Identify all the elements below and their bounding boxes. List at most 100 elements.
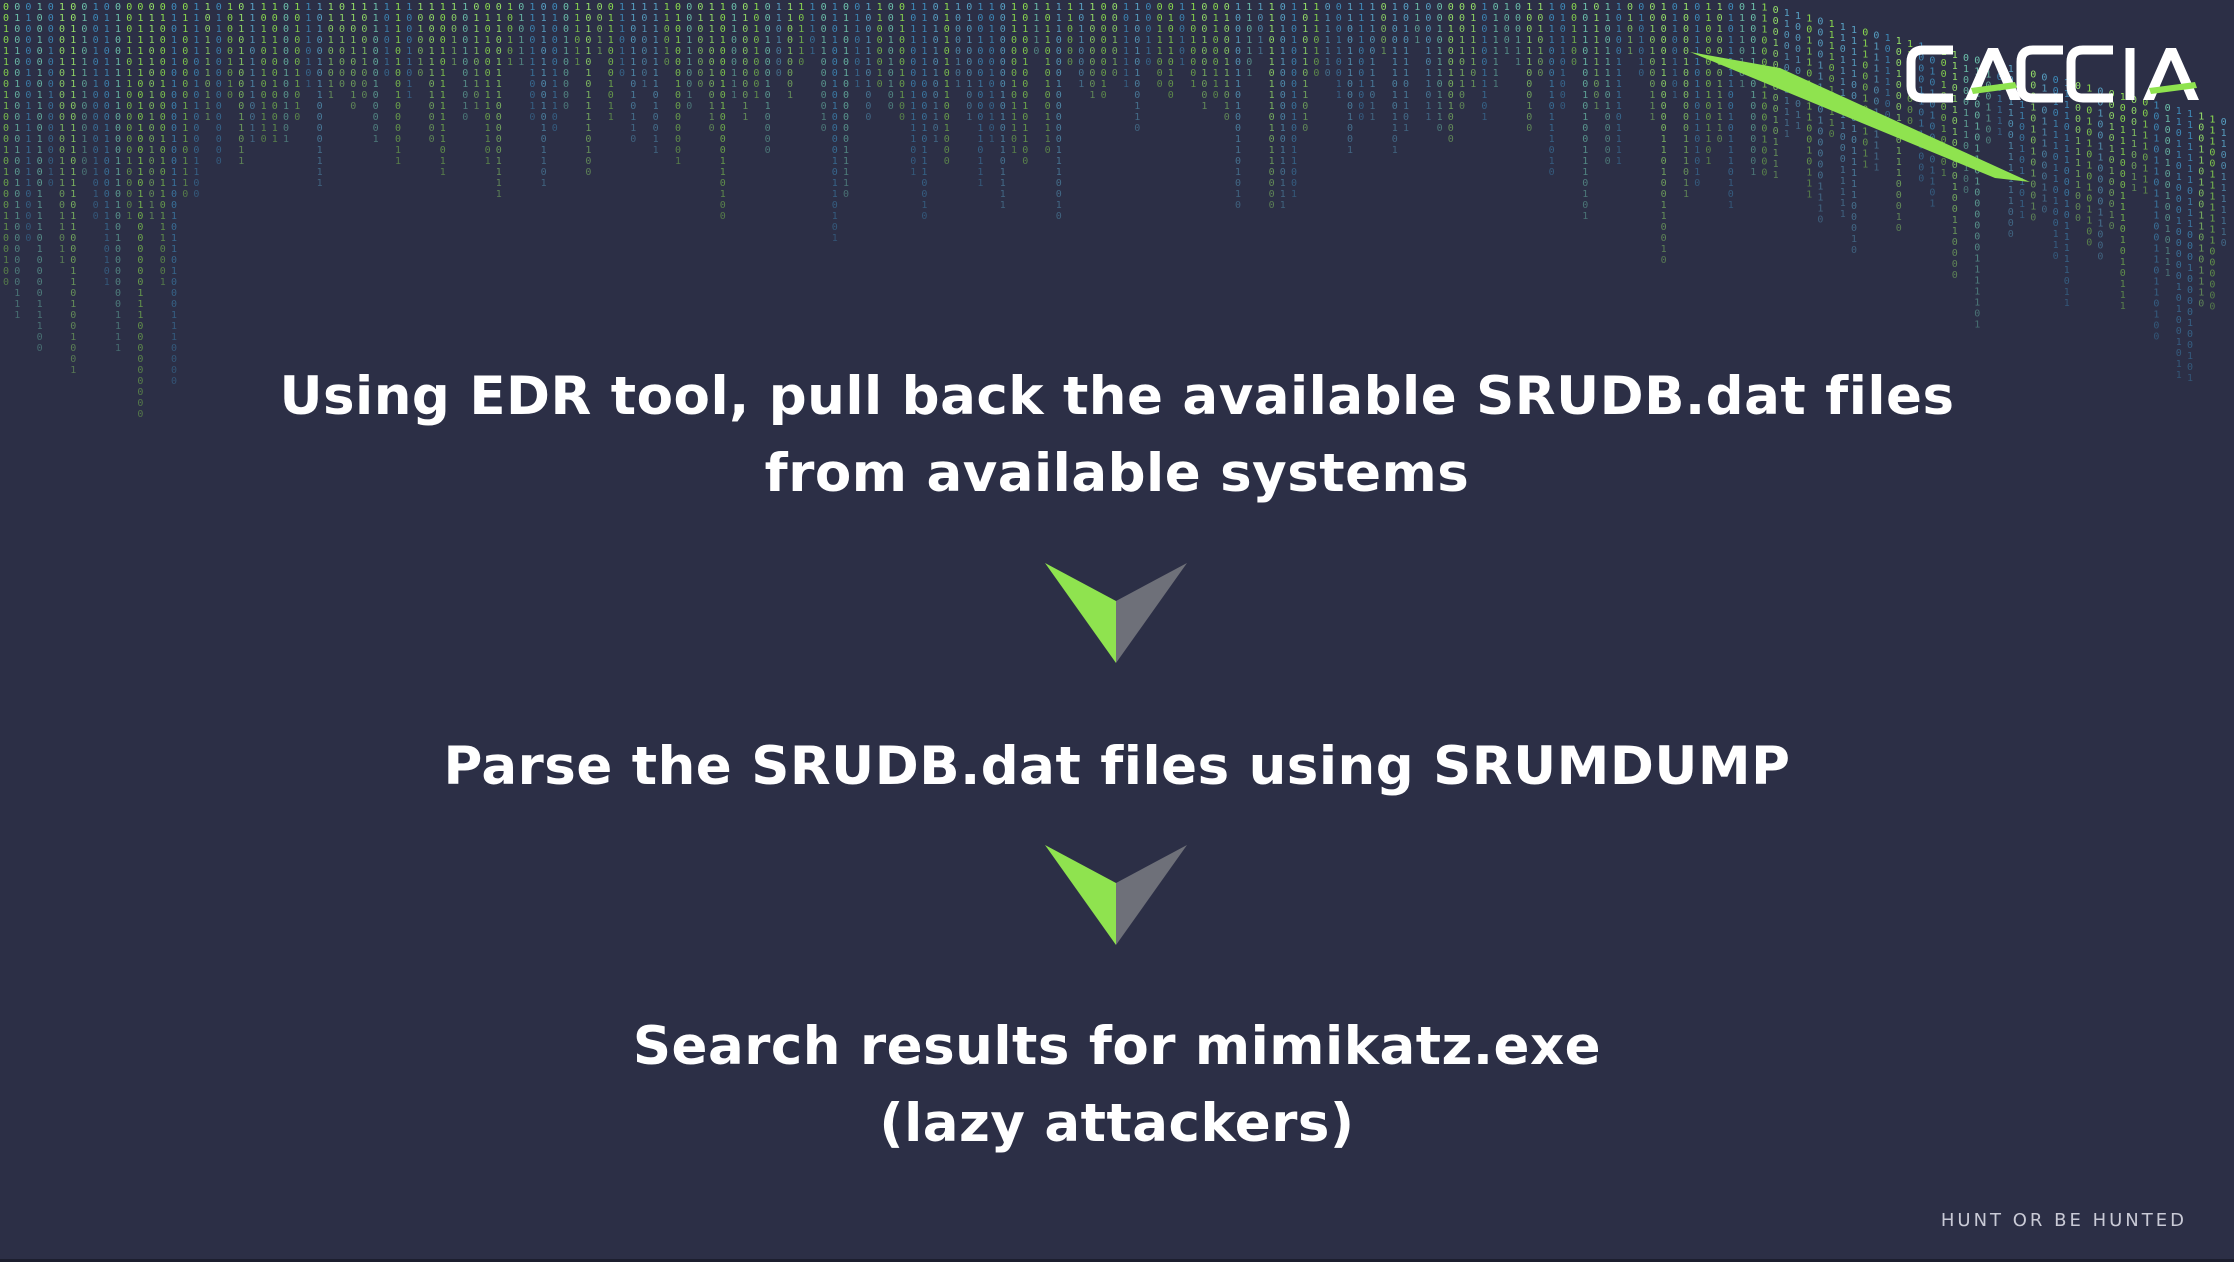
svg-text:0: 0 (227, 68, 233, 79)
svg-text:0: 0 (305, 46, 311, 57)
svg-text:1: 1 (81, 68, 87, 79)
svg-text:1: 1 (406, 57, 412, 68)
svg-text:1: 1 (552, 101, 558, 112)
svg-text:0: 0 (821, 68, 827, 79)
svg-text:1: 1 (1213, 24, 1219, 35)
svg-text:1: 1 (731, 79, 737, 90)
svg-text:1: 1 (809, 13, 815, 24)
svg-text:1: 1 (160, 79, 166, 90)
svg-text:1: 1 (59, 178, 65, 189)
svg-text:0: 0 (171, 277, 177, 288)
svg-text:1: 1 (507, 2, 513, 13)
svg-text:1: 1 (977, 123, 983, 134)
svg-text:1: 1 (977, 156, 983, 167)
svg-text:0: 0 (350, 79, 356, 90)
svg-text:1: 1 (641, 24, 647, 35)
svg-text:1: 1 (832, 233, 838, 244)
svg-text:0: 0 (149, 189, 155, 200)
svg-text:0: 0 (529, 24, 535, 35)
svg-text:0: 0 (1000, 156, 1006, 167)
svg-text:1: 1 (115, 68, 121, 79)
svg-text:0: 0 (160, 35, 166, 46)
svg-text:1: 1 (574, 46, 580, 57)
svg-text:0: 0 (608, 68, 614, 79)
svg-text:1: 1 (205, 2, 211, 13)
svg-text:0: 0 (227, 24, 233, 35)
svg-text:0: 0 (272, 68, 278, 79)
svg-text:1: 1 (115, 79, 121, 90)
svg-text:1: 1 (966, 79, 972, 90)
svg-text:0: 0 (137, 332, 143, 343)
svg-text:0: 0 (160, 200, 166, 211)
svg-text:1: 1 (496, 24, 502, 35)
svg-text:0: 0 (843, 101, 849, 112)
svg-text:0: 0 (216, 2, 222, 13)
svg-text:1: 1 (518, 57, 524, 68)
svg-text:1: 1 (70, 79, 76, 90)
step-1-line-2: from available systems (764, 443, 1470, 504)
svg-text:1: 1 (238, 112, 244, 123)
svg-text:0: 0 (395, 68, 401, 79)
svg-text:0: 0 (989, 13, 995, 24)
svg-text:1: 1 (1280, 178, 1286, 189)
svg-text:0: 0 (3, 112, 9, 123)
svg-text:0: 0 (149, 46, 155, 57)
svg-text:1: 1 (1179, 35, 1185, 46)
svg-text:0: 0 (1011, 35, 1017, 46)
svg-text:1: 1 (574, 57, 580, 68)
svg-text:1: 1 (350, 2, 356, 13)
svg-text:1: 1 (742, 13, 748, 24)
svg-text:0: 0 (585, 156, 591, 167)
footer-tagline: HUNT OR BE HUNTED (1940, 1210, 2187, 1231)
svg-text:0: 0 (1112, 46, 1118, 57)
svg-text:0: 0 (798, 13, 804, 24)
svg-text:0: 0 (2153, 298, 2159, 309)
svg-text:0: 0 (37, 288, 43, 299)
svg-text:1: 1 (104, 68, 110, 79)
svg-text:1: 1 (205, 46, 211, 57)
svg-text:1: 1 (361, 57, 367, 68)
svg-text:1: 1 (485, 101, 491, 112)
svg-text:1: 1 (720, 101, 726, 112)
svg-text:1: 1 (1280, 200, 1286, 211)
svg-text:0: 0 (921, 79, 927, 90)
svg-text:1: 1 (328, 35, 334, 46)
svg-text:0: 0 (675, 2, 681, 13)
svg-text:0: 0 (25, 233, 31, 244)
svg-text:0: 0 (417, 13, 423, 24)
svg-text:0: 0 (249, 112, 255, 123)
svg-text:0: 0 (753, 57, 759, 68)
svg-text:1: 1 (585, 46, 591, 57)
svg-text:1: 1 (1235, 134, 1241, 145)
svg-text:1: 1 (1257, 2, 1263, 13)
svg-text:1: 1 (944, 2, 950, 13)
svg-text:0: 0 (966, 68, 972, 79)
svg-text:1: 1 (1235, 35, 1241, 46)
svg-text:0: 0 (137, 233, 143, 244)
svg-text:0: 0 (70, 310, 76, 321)
svg-text:1: 1 (272, 46, 278, 57)
svg-text:1: 1 (1022, 24, 1028, 35)
svg-text:1: 1 (373, 13, 379, 24)
svg-text:1: 1 (1168, 13, 1174, 24)
svg-text:1: 1 (529, 68, 535, 79)
svg-text:0: 0 (14, 255, 20, 266)
svg-text:0: 0 (37, 277, 43, 288)
svg-text:1: 1 (395, 24, 401, 35)
svg-text:0: 0 (70, 156, 76, 167)
svg-text:0: 0 (541, 112, 547, 123)
svg-text:0: 0 (115, 288, 121, 299)
svg-text:0: 0 (104, 112, 110, 123)
svg-text:1: 1 (944, 35, 950, 46)
svg-text:1: 1 (910, 167, 916, 178)
svg-text:0: 0 (888, 90, 894, 101)
svg-text:1: 1 (149, 145, 155, 156)
svg-text:1: 1 (552, 90, 558, 101)
svg-text:0: 0 (395, 46, 401, 57)
svg-text:1: 1 (653, 57, 659, 68)
svg-text:1: 1 (14, 145, 20, 156)
svg-text:0: 0 (115, 145, 121, 156)
svg-text:1: 1 (742, 112, 748, 123)
svg-text:0: 0 (462, 35, 468, 46)
svg-text:0: 0 (1224, 112, 1230, 123)
